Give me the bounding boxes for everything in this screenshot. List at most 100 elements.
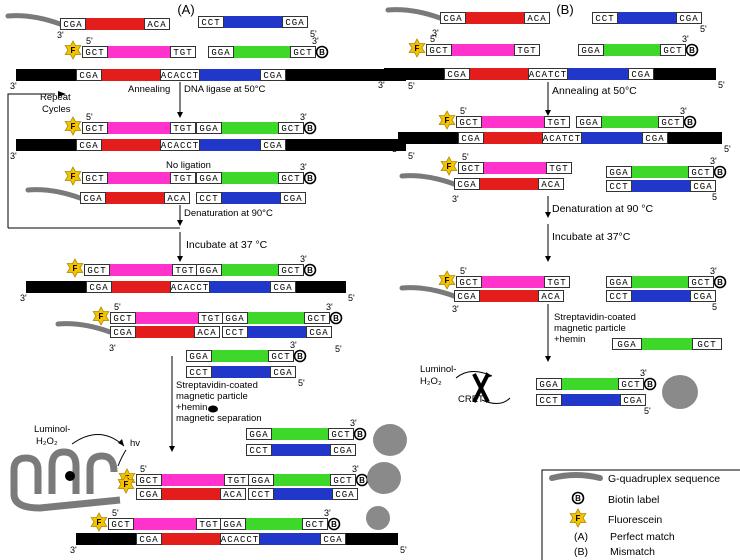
b-probe2-d-tgt-box bbox=[546, 162, 572, 174]
a-probe4-rep-cga-text: CGA bbox=[273, 368, 292, 378]
a-probe3-bead1-gga-box bbox=[246, 428, 272, 440]
a-probe2-g-5end: 5' bbox=[114, 302, 121, 312]
a-probe2-bot-tgt-text: TGT bbox=[199, 520, 218, 530]
b-probe3-bead-gct-text: GCT bbox=[621, 380, 640, 390]
a-target4-5end: 5' bbox=[400, 545, 407, 555]
a-fluor-lum-label: F bbox=[124, 480, 129, 489]
b-free-gga-text: GGA bbox=[617, 340, 636, 350]
b-probe2-d-gct-box bbox=[458, 162, 484, 174]
b-probe3-top-gga-text: GGA bbox=[581, 46, 600, 56]
a-probe3-rep-gct-text: GCT bbox=[271, 352, 290, 362]
a-probe4-g-cga-text: CGA bbox=[309, 328, 328, 338]
b-probe1-top-cga-box bbox=[440, 12, 466, 24]
b-arrow1-head bbox=[545, 110, 551, 116]
a-probe1-top-aca-text: ACA bbox=[147, 20, 166, 30]
legend-biotin-circle bbox=[571, 491, 585, 505]
b-probe3-i-biotin-label: B bbox=[717, 278, 723, 287]
b-probe3-i-gct-box bbox=[688, 276, 714, 288]
a-probe1-top-aca-box bbox=[144, 18, 170, 30]
a-probe2-top-gct-text: GCT bbox=[85, 48, 104, 58]
b-probe3-an-biotin-label: B bbox=[687, 118, 693, 127]
a-probe3-lig-green bbox=[222, 122, 278, 134]
b-target1-cga2-text: CGA bbox=[631, 70, 650, 80]
a-probe2-top-tgt-box bbox=[170, 46, 196, 58]
b-probe4-top-cct-box bbox=[592, 12, 618, 24]
a-probe4-bead1-cga-box bbox=[330, 444, 356, 456]
a-probe3-top-gga-text: GGA bbox=[211, 48, 230, 58]
a-probe3-inc-biotin-label: B bbox=[307, 266, 313, 275]
a-probe2-bot-gct-box bbox=[108, 518, 134, 530]
a-probe3-inc-green bbox=[222, 264, 278, 276]
a-probe1-mid-aca-text: ACA bbox=[167, 194, 186, 204]
a-strep2: magnetic particle bbox=[176, 391, 248, 402]
a-target4-cga-text: CGA bbox=[139, 535, 158, 545]
b-probe2-i-fluor-shape bbox=[438, 270, 456, 290]
a-probe1-mid-cga-box bbox=[80, 192, 106, 204]
b-probe4-bead-cga-box bbox=[620, 394, 646, 406]
b-target1-cga-text: CGA bbox=[447, 70, 466, 80]
b-probe1-i-aca-box bbox=[538, 290, 564, 302]
legend-fluor-label: Fluorescein bbox=[608, 514, 662, 526]
a-gquad-base bbox=[10, 493, 121, 512]
a-probe3-top-gct-text: GCT bbox=[293, 48, 312, 58]
a-probe2-lig-5end: 5' bbox=[86, 112, 93, 122]
a-probe3-free-gga-box bbox=[196, 172, 222, 184]
b-probe4-top-cct-text: CCT bbox=[595, 14, 614, 24]
a-probe2-free-mag bbox=[108, 172, 170, 184]
b-arrow2-head bbox=[545, 212, 551, 218]
a-probe3-g-3end: 3' bbox=[326, 302, 333, 312]
b-probe2-an-5end: 5' bbox=[460, 106, 467, 116]
b-probe2-d-fluor-shape bbox=[440, 156, 458, 176]
a-probe3-bead1-green bbox=[272, 428, 328, 440]
a-fluor-lum-shape bbox=[117, 474, 135, 494]
a-target4-3end: 3' bbox=[70, 545, 77, 555]
a-probe1-mid-cga-text: CGA bbox=[83, 194, 102, 204]
a-probe3-inc-gct-text: GCT bbox=[281, 266, 300, 276]
a-target3-cga-box bbox=[86, 281, 112, 293]
a-probe3-inc-3end: 3' bbox=[300, 254, 307, 264]
a-probe4-mid-cga-box bbox=[280, 192, 306, 204]
a-probe2-bot-mag bbox=[134, 518, 196, 530]
b-probe3-top-gct-text: GCT bbox=[663, 46, 682, 56]
a-probe3-g-biotin-circle bbox=[329, 311, 343, 325]
a-probe3-top-biotin-circle bbox=[315, 45, 329, 59]
legend-a-text: Perfect match bbox=[610, 531, 675, 543]
b-probe3-an-green bbox=[602, 116, 658, 128]
b-probe2-d-fluor-label: F bbox=[447, 162, 452, 171]
b-probe3-bead-biotin-circle bbox=[643, 377, 657, 391]
b-probe3-top-gga-box bbox=[578, 44, 604, 56]
a-probe2-free-tgt-box bbox=[170, 172, 196, 184]
a-probe3-bot-green bbox=[246, 518, 302, 530]
a-target3-mid-box bbox=[170, 281, 210, 293]
a-probe2-g-tgt-text: TGT bbox=[201, 314, 220, 324]
a-arrow1-head bbox=[177, 112, 183, 118]
b-target1-5end: 5' bbox=[718, 80, 725, 90]
b-probe4-i-blue bbox=[632, 290, 690, 302]
b-probe2-top-tgt-box bbox=[514, 44, 540, 56]
b-target2-5end: 5' bbox=[724, 144, 731, 154]
a-probe3-lum-gct-text: GCT bbox=[333, 476, 352, 486]
b-probe3-bead-green bbox=[562, 378, 618, 390]
b-probe4-d-blue bbox=[632, 180, 690, 192]
b-probe1-i-3end: 3' bbox=[452, 304, 459, 314]
a-probe3-top-gga-box bbox=[208, 46, 234, 58]
a-probe3-inc-biotin-circle bbox=[303, 263, 317, 277]
b-probe1-d-3end: 3' bbox=[452, 194, 459, 204]
b-probe3-i-gct-text: GCT bbox=[691, 278, 710, 288]
a-probe4-top-5end: 5' bbox=[310, 29, 317, 39]
b-probe4-bead-blue bbox=[562, 394, 620, 406]
b-strep3: +hemin bbox=[554, 334, 585, 345]
b-probe3-i-green bbox=[632, 276, 688, 288]
b-probe3-an-gct-text: GCT bbox=[661, 118, 680, 128]
b-free-green bbox=[642, 338, 692, 350]
b-free-gct-box bbox=[692, 338, 722, 350]
a-probe2-lum-5end: 5' bbox=[140, 464, 147, 474]
a-probe3-free-biotin-circle bbox=[303, 171, 317, 185]
a-probe1-mid-tail bbox=[25, 187, 83, 201]
a-probe3-rep-green bbox=[212, 350, 268, 362]
a-probe3-lig-biotin-circle bbox=[303, 121, 317, 135]
b-particle bbox=[662, 375, 698, 409]
b-x-stroke2 bbox=[472, 373, 490, 403]
b-probe4-top-5end: 5' bbox=[700, 24, 707, 34]
b-strep1: Streptavidin-coated bbox=[554, 312, 636, 323]
